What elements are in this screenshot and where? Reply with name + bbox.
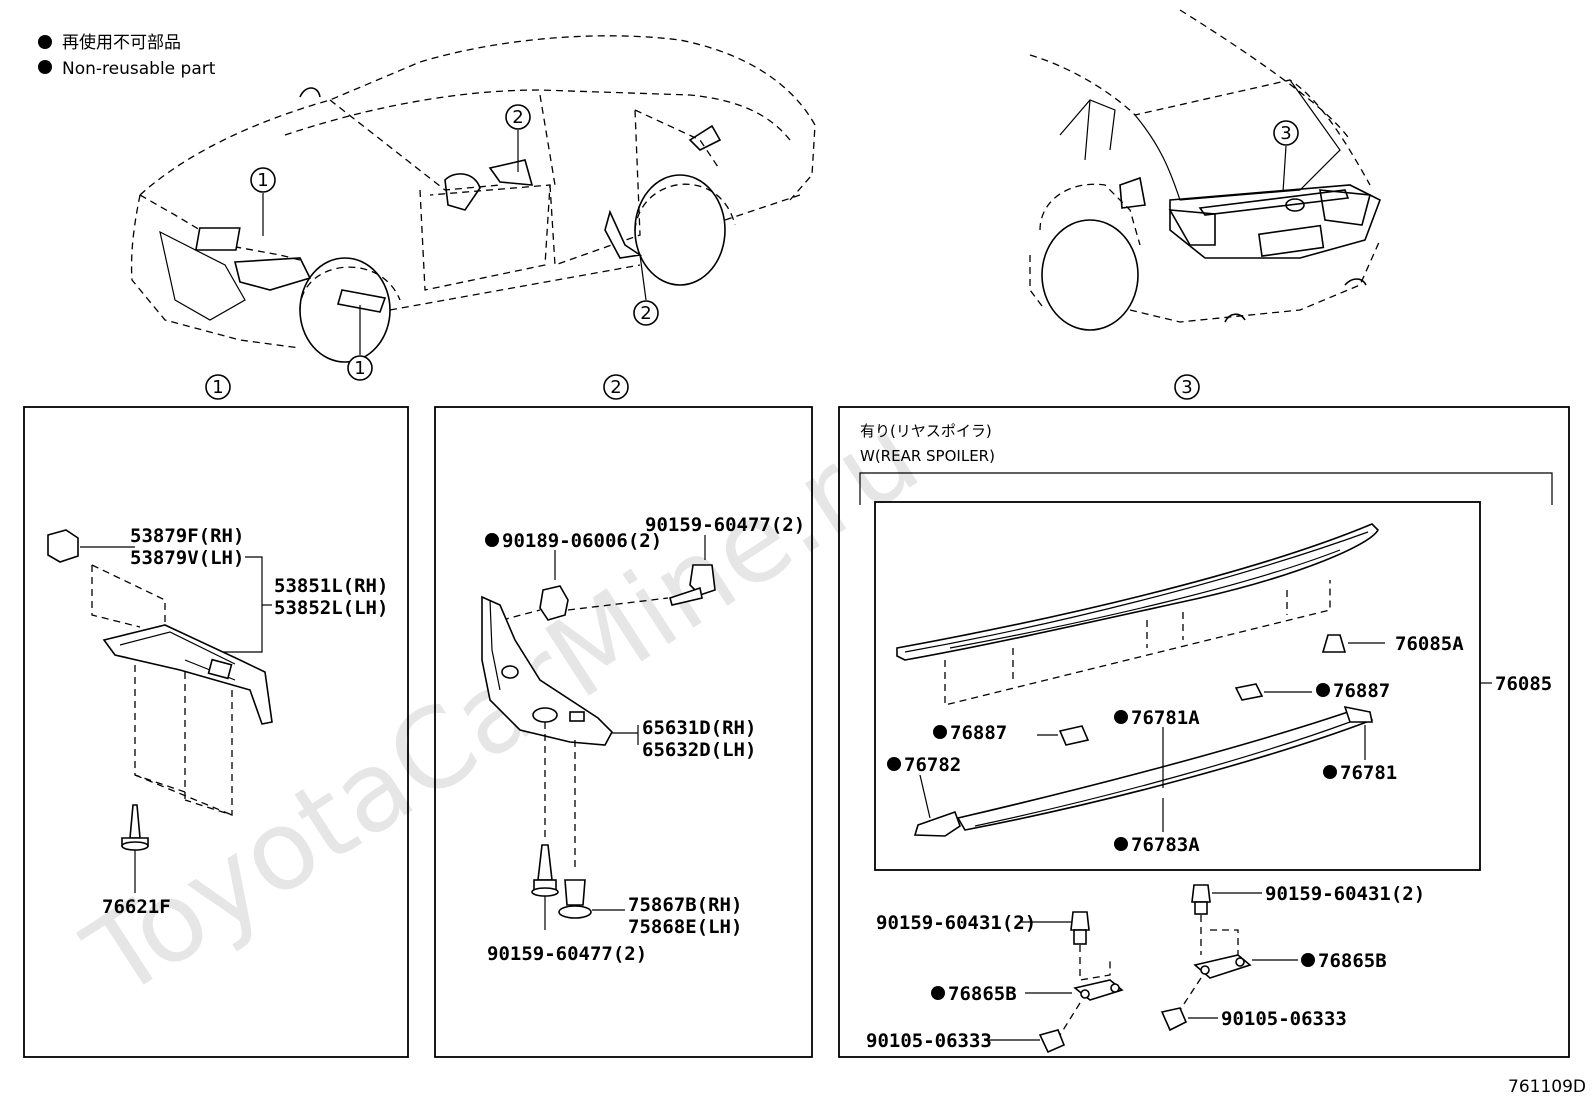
gasket-part xyxy=(1058,725,1090,746)
svg-text:2: 2 xyxy=(610,377,621,398)
legend: 再使用不可部品 Non-reusable part xyxy=(38,32,216,79)
label-90159-bottom: 90159-60477(2) xyxy=(487,943,647,965)
panel-3-header-en: W(REAR SPOILER) xyxy=(860,447,995,465)
bullet-icon xyxy=(1301,953,1315,967)
bullet-icon xyxy=(1316,683,1330,697)
clip-part xyxy=(47,529,79,563)
label-90159-right: 90159-60431(2) xyxy=(1265,883,1425,905)
panel-3-title: 3 xyxy=(1174,374,1200,400)
gasket-part xyxy=(1234,683,1264,701)
bullet-icon xyxy=(485,533,499,547)
label-90189: 90189-06006(2) xyxy=(502,530,662,552)
svg-text:2: 2 xyxy=(640,303,651,324)
label-65631d: 65631D(RH) xyxy=(642,717,756,739)
label-90105-left: 90105-06333 xyxy=(866,1030,992,1052)
bracket-part xyxy=(102,624,273,725)
bolt-part xyxy=(1191,884,1211,903)
svg-text:2: 2 xyxy=(512,107,523,128)
spoiler-subframe xyxy=(874,501,1481,871)
panel-2-parts xyxy=(481,533,716,930)
label-53879f: 53879F(RH) xyxy=(130,525,244,547)
label-76782: 76782 xyxy=(904,754,961,776)
bolt-part xyxy=(689,564,716,596)
callout-3-top: 3 xyxy=(1273,120,1299,193)
label-76887-right: 76887 xyxy=(1333,680,1390,702)
bullet-icon xyxy=(933,725,947,739)
label-65632d: 65632D(LH) xyxy=(642,739,756,761)
nut-part xyxy=(539,585,569,621)
callout-1-bottom: 1 xyxy=(347,305,373,381)
nut-part xyxy=(1160,1007,1188,1032)
panel-1-parts xyxy=(47,529,273,893)
panel-3-frame xyxy=(838,406,1570,1058)
svg-text:1: 1 xyxy=(257,170,268,191)
bracket-part xyxy=(481,595,613,746)
callout-2-top: 2 xyxy=(505,104,531,172)
legend-en: Non-reusable part xyxy=(62,59,216,79)
label-75868e: 75868E(LH) xyxy=(628,916,742,938)
svg-text:3: 3 xyxy=(1181,377,1192,398)
svg-text:1: 1 xyxy=(212,377,223,398)
panel-3-header-jp: 有り(リヤスポイラ) xyxy=(860,422,992,440)
svg-text:1: 1 xyxy=(354,358,365,379)
label-53851l: 53851L(RH) xyxy=(274,575,388,597)
bullet-icon xyxy=(1114,710,1128,724)
label-76781: 76781 xyxy=(1340,762,1397,784)
callout-2-bottom: 2 xyxy=(633,254,659,326)
label-90159-top: 90159-60477(2) xyxy=(645,514,805,536)
panel-2-title: 2 xyxy=(603,374,629,400)
screw-part xyxy=(537,844,553,881)
clip-part xyxy=(564,879,586,906)
bullet-icon xyxy=(38,35,52,49)
label-76865b-left: 76865B xyxy=(948,983,1017,1005)
label-76621f: 76621F xyxy=(102,896,171,918)
spoiler-part xyxy=(896,523,1379,661)
bullet-icon xyxy=(931,986,945,1000)
callout-1-top: 1 xyxy=(250,167,276,236)
label-53879v: 53879V(LH) xyxy=(130,547,244,569)
panel-1-title: 1 xyxy=(205,374,231,400)
end-cap-part xyxy=(913,810,961,837)
label-53852l: 53852L(LH) xyxy=(274,597,388,619)
bullet-icon xyxy=(1114,837,1128,851)
bullet-icon xyxy=(887,757,901,771)
label-76085a: 76085A xyxy=(1395,633,1464,655)
panel-3-parts xyxy=(887,523,1492,1054)
rear-car-illustration xyxy=(1029,9,1382,331)
panel-1-frame xyxy=(23,406,409,1058)
bullet-icon xyxy=(38,60,52,74)
diagram-id: 761109D xyxy=(1508,1077,1586,1097)
legend-jp: 再使用不可部品 xyxy=(62,32,181,53)
bolt-part xyxy=(1070,911,1090,931)
label-76085: 76085 xyxy=(1495,673,1552,695)
panel-2-frame xyxy=(434,406,813,1058)
moulding-part xyxy=(956,711,1374,831)
label-76783a: 76783A xyxy=(1131,834,1200,856)
clip-part xyxy=(1321,634,1347,653)
bullet-icon xyxy=(1323,765,1337,779)
label-90159-left: 90159-60431(2) xyxy=(876,912,1036,934)
label-76865b-right: 76865B xyxy=(1318,950,1387,972)
svg-text:3: 3 xyxy=(1280,123,1291,144)
screw-part xyxy=(129,804,141,839)
label-90105-right: 90105-06333 xyxy=(1221,1008,1347,1030)
label-76887-left: 76887 xyxy=(950,722,1007,744)
front-car-illustration xyxy=(130,35,816,363)
label-75867b: 75867B(RH) xyxy=(628,894,742,916)
nut-part xyxy=(1038,1029,1066,1054)
label-76781a: 76781A xyxy=(1131,707,1200,729)
